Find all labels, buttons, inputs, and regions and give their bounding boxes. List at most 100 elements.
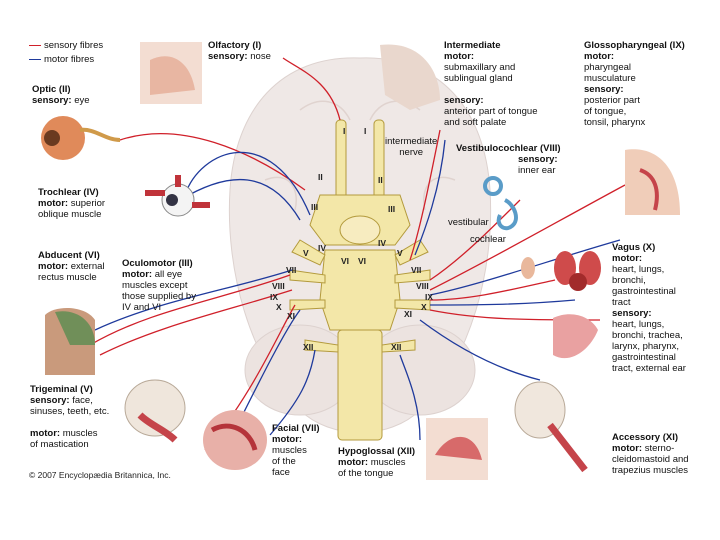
numeral-vi-right: VI <box>358 256 367 266</box>
brainstem <box>289 119 431 441</box>
glossopharyngeal-key-2: sensory: <box>584 84 624 95</box>
intermediate-text-3: anterior part of tongue <box>444 106 538 117</box>
eye-muscle-illustration <box>145 175 210 217</box>
vagus-text-7: larynx, pharynx, <box>612 341 680 352</box>
numeral-xii-left: XII <box>303 342 314 352</box>
oculomotor-text-3: those supplied by <box>122 291 196 302</box>
glossopharyngeal-text-2: musculature <box>584 73 636 84</box>
vagus-label: Vagus (X) motor: heart, lungs, bronchi, … <box>612 242 686 374</box>
facial-text-2: of the <box>272 456 296 467</box>
accessory-text-3: trapezius muscles <box>612 465 689 476</box>
vestibulocochlear-title: Vestibulocochlear (VIII) <box>456 143 561 154</box>
numeral-i-right: I <box>364 126 367 136</box>
numeral-ix-right: IX <box>425 292 434 302</box>
legend-motor: motor fibres <box>29 54 94 65</box>
olfactory-title: Olfactory (I) <box>208 40 262 51</box>
heart-lungs-illustration <box>554 251 601 291</box>
accessory-text-1: sterno- <box>644 443 675 454</box>
numeral-xi-right: XI <box>404 309 413 319</box>
glossopharyngeal-label: Glossopharyngeal (IX) motor: pharyngeal … <box>584 40 685 128</box>
vagus-text-8: gastrointestinal <box>612 352 676 363</box>
hypoglossal-key: motor: <box>338 457 369 468</box>
trigeminal-text-4: of mastication <box>30 439 89 450</box>
legend-sensory-label: sensory fibres <box>44 40 104 51</box>
hypoglossal-text-1: muscles <box>370 457 406 468</box>
olfactory-label: Olfactory (I) sensory: nose <box>208 40 271 62</box>
trochlear-title: Trochlear (IV) <box>38 187 99 198</box>
oculomotor-label: Oculomotor (III) motor: all eye muscles … <box>122 258 196 313</box>
accessory-label: Accessory (XI) motor: sterno- cleidomast… <box>612 432 689 476</box>
glossopharyngeal-text-3: posterior part <box>584 95 640 106</box>
facial-title: Facial (VII) <box>272 423 320 434</box>
sensory-fibres <box>89 57 626 451</box>
optic-title: Optic (II) <box>32 84 71 95</box>
intermediate-title: Intermediate <box>444 40 501 51</box>
vagus-text-9: tract, external ear <box>612 363 686 374</box>
intermediate-nerve-label: intermediate nerve <box>385 136 438 158</box>
vestibulocochlear-label: Vestibulocochlear (VIII) sensory: inner … <box>456 143 561 176</box>
legend-motor-label: motor fibres <box>44 54 95 65</box>
intermediate-key-1: motor: <box>444 51 475 62</box>
facial-label: Facial (VII) motor: muscles of the face <box>272 423 320 478</box>
oculomotor-key: motor: <box>122 269 153 280</box>
intermediate-key-2: sensory: <box>444 95 484 106</box>
trigeminal-title: Trigeminal (V) <box>30 384 93 395</box>
vagus-key-1: motor: <box>612 253 643 264</box>
copyright-notice: © 2007 Encyclopædia Britannica, Inc. <box>29 470 171 480</box>
trigeminal-key-1: sensory: <box>30 395 70 406</box>
hypoglossal-label: Hypoglossal (XII) motor: muscles of the … <box>338 446 415 479</box>
oculomotor-text-2: muscles except <box>122 280 188 291</box>
numeral-iii-right: III <box>388 204 396 214</box>
glossopharyngeal-text-5: tonsil, pharynx <box>584 117 646 128</box>
numeral-xi-left: XI <box>287 311 296 321</box>
vagus-text-2: bronchi, <box>612 275 646 286</box>
facial-muscles-illustration <box>203 410 267 470</box>
oculomotor-text-1: all eye <box>154 269 183 280</box>
vagus-text-1: heart, lungs, <box>612 264 665 275</box>
abducent-text-2: rectus muscle <box>38 272 97 283</box>
intermediate-text-1: submaxillary and <box>444 62 516 73</box>
olfactory-text: nose <box>250 51 271 62</box>
trochlear-text-1: superior <box>70 198 106 209</box>
oculomotor-text-4: IV and VI <box>122 302 162 313</box>
oculomotor-title: Oculomotor (III) <box>122 258 193 269</box>
pharynx-illustration <box>625 149 680 215</box>
nose-illustration <box>140 42 202 104</box>
intermediate-text-4: and soft palate <box>444 117 507 128</box>
olfactory-key: sensory: <box>208 51 248 62</box>
glossopharyngeal-text-1: pharyngeal <box>584 62 632 73</box>
skull-illustration <box>124 379 186 443</box>
vagus-text-3: gastrointestinal <box>612 286 676 297</box>
vagus-text-4: tract <box>612 297 631 308</box>
hypoglossal-title: Hypoglossal (XII) <box>338 446 416 457</box>
numeral-ii-left: II <box>318 172 323 182</box>
vagus-text-5: heart, lungs, <box>612 319 665 330</box>
external-ear-illustration <box>521 257 535 279</box>
trigeminal-label: Trigeminal (V) sensory: face, sinuses, t… <box>30 384 109 450</box>
numeral-vii-left: VII <box>286 265 297 275</box>
numeral-ix-left: IX <box>270 292 279 302</box>
intermediate-text-2: sublingual gland <box>444 73 513 84</box>
glossopharyngeal-key-1: motor: <box>584 51 615 62</box>
numeral-v-left: V <box>303 248 309 258</box>
head-profile-illustration <box>380 44 440 111</box>
tongue-illustration <box>426 418 488 480</box>
facial-text-3: face <box>272 467 290 478</box>
vestibulocochlear-key: sensory: <box>518 154 558 165</box>
numeral-vi-left: VI <box>341 256 350 266</box>
abducent-key: motor: <box>38 261 69 272</box>
vagus-key-2: sensory: <box>612 308 652 319</box>
inner-ear-illustration <box>483 176 518 231</box>
legend-sensory: sensory fibres <box>29 40 103 51</box>
numeral-iv-right: IV <box>378 238 387 248</box>
vagus-text-6: bronchi, trachea, <box>612 330 683 341</box>
glossopharyngeal-text-4: of tongue, <box>584 106 627 117</box>
eye-illustration <box>41 116 121 160</box>
trochlear-text-2: oblique muscle <box>38 209 102 220</box>
numeral-vii-right: VII <box>411 265 422 275</box>
accessory-text-2: cleidomastoid and <box>612 454 689 465</box>
motor-fibres <box>94 139 621 441</box>
facial-text-1: muscles <box>272 445 307 456</box>
optic-label: Optic (II) sensory: eye <box>32 84 90 106</box>
